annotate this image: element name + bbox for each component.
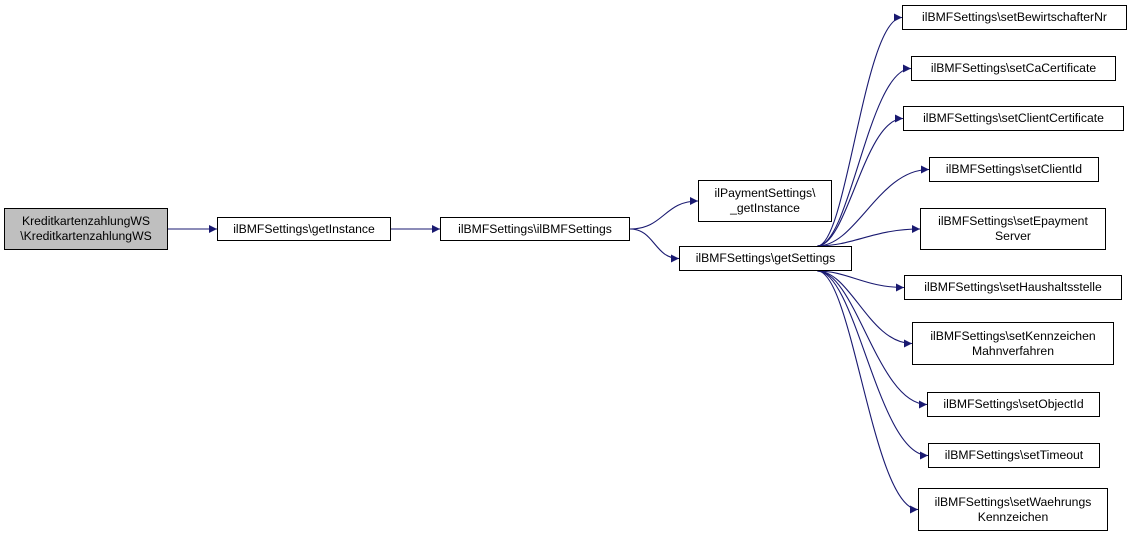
edge-getsettings-to-bewirtschafter (817, 13, 903, 247)
graph-node-label-line: ilBMFSettings\setWaehrungs (934, 494, 1092, 509)
graph-node-haushalt[interactable]: ilBMFSettings\setHaushaltsstelle (904, 275, 1122, 300)
graph-node-label-line: ilBMFSettings\setKennzeichen (930, 328, 1096, 343)
graph-node-label: ilBMFSettings\setHaushaltsstelle (924, 280, 1101, 295)
edge-getsettings-to-clientid (817, 165, 930, 247)
graph-node-label-line: ilBMFSettings\setBewirtschafterNr (922, 10, 1107, 24)
graph-node-label-line: ilBMFSettings\getSettings (695, 251, 836, 265)
graph-node-label: ilBMFSettings\ilBMFSettings (458, 222, 612, 237)
edge-ctor-to-payment (629, 197, 699, 230)
graph-node-label-line: \KreditkartenzahlungWS (20, 229, 152, 243)
graph-node-label-line: ilBMFSettings\getInstance (233, 221, 375, 236)
graph-node-label: ilBMFSettings\setObjectId (943, 397, 1083, 412)
graph-node-label-line: _getInstance (730, 201, 800, 215)
edge-getsettings-to-kennzeichen (817, 270, 913, 348)
graph-node-label: ilBMFSettings\setCaCertificate (931, 61, 1096, 76)
graph-node-timeout[interactable]: ilBMFSettings\setTimeout (928, 443, 1100, 468)
graph-node-label-line: ilBMFSettings\setEpayment (938, 214, 1088, 228)
graph-node-label-line: KreditkartenzahlungWS (21, 214, 151, 228)
graph-node-label: ilBMFSettings\getInstance (233, 222, 375, 237)
graph-node-label-line: ilBMFSettings\setClientCertificate (923, 111, 1104, 125)
graph-node-root: KreditkartenzahlungWS\Kreditkartenzahlun… (4, 208, 168, 250)
graph-node-label-line: ilBMFSettings\setObjectId (943, 397, 1084, 411)
graph-node-label-line: ilBMFSettings\setTimeout (944, 448, 1084, 462)
edge-getsettings-to-objectid (817, 270, 928, 409)
edge-ctor-to-getsettings (629, 228, 680, 263)
graph-node-label: ilBMFSettings\setTimeout (945, 448, 1083, 463)
graph-node-getsettings[interactable]: ilBMFSettings\getSettings (679, 246, 852, 271)
graph-node-label-line: Kennzeichen (977, 509, 1049, 524)
graph-node-label-line: Mahnverfahren (972, 343, 1054, 358)
graph-node-label-line: ilBMFSettings\setHaushaltsstelle (924, 280, 1102, 294)
graph-node-clientcert[interactable]: ilBMFSettings\setClientCertificate (903, 106, 1124, 131)
edge-getsettings-to-timeout (817, 270, 929, 460)
edge-getsettings-to-clientcert (817, 114, 904, 247)
graph-node-getinstance[interactable]: ilBMFSettings\getInstance (217, 217, 391, 241)
graph-node-label-line: ilBMFSettings\setCaCertificate (930, 61, 1097, 75)
graph-node-clientid[interactable]: ilBMFSettings\setClientId (929, 157, 1099, 182)
graph-node-label: ilBMFSettings\setClientId (946, 162, 1082, 177)
graph-node-label-line: ilBMFSettings\setClientId (945, 162, 1083, 176)
graph-node-ctor[interactable]: ilBMFSettings\ilBMFSettings (440, 217, 630, 241)
graph-node-label: ilPaymentSettings\_getInstance (715, 186, 816, 216)
graph-node-label: KreditkartenzahlungWS\Kreditkartenzahlun… (20, 214, 151, 244)
graph-node-label: ilBMFSettings\setBewirtschafterNr (922, 10, 1107, 25)
edge-getsettings-to-cacert (817, 64, 912, 247)
graph-node-label: ilBMFSettings\setClientCertificate (923, 111, 1104, 126)
graph-node-label-line: ilPaymentSettings\ (714, 186, 816, 200)
edge-getsettings-to-waehrung (817, 270, 919, 514)
graph-node-label-line: Server (995, 229, 1031, 243)
edge-getsettings-to-epayment (817, 225, 921, 247)
graph-node-payment[interactable]: ilPaymentSettings\_getInstance (698, 180, 832, 222)
graph-node-bewirtschafter[interactable]: ilBMFSettings\setBewirtschafterNr (902, 5, 1127, 30)
edge-getsettings-to-haushalt (817, 270, 905, 292)
graph-node-label: ilBMFSettings\getSettings (696, 251, 836, 266)
graph-node-label-line: ilBMFSettings\ilBMFSettings (458, 221, 612, 236)
graph-node-objectid[interactable]: ilBMFSettings\setObjectId (927, 392, 1100, 417)
graph-node-cacert[interactable]: ilBMFSettings\setCaCertificate (911, 56, 1116, 81)
